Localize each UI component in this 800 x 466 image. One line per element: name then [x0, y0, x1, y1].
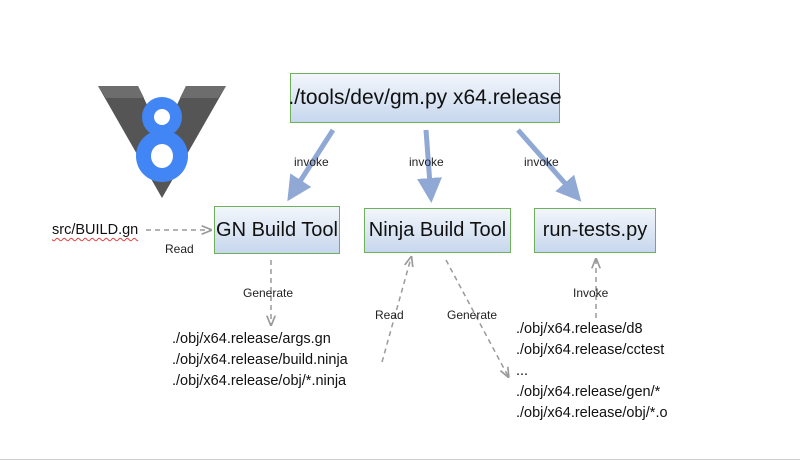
invoke-arrow-ninja: [417, 129, 442, 203]
bottom-divider: [0, 459, 800, 460]
ninja-output-item: ./obj/x64.release/gen/*: [516, 384, 661, 400]
ninja-outputs-list: ./obj/x64.release/d8 ./obj/x64.release/c…: [516, 319, 668, 424]
run-tests-label: run-tests.py: [542, 219, 648, 241]
invoke-arrow-gn: [287, 128, 336, 202]
invoke-label-rt: invoke: [524, 155, 559, 169]
gn-build-tool-label: GN Build Tool: [216, 218, 338, 241]
invoke-arrow-rt: [516, 128, 582, 202]
ninja-build-tool-box: Ninja Build Tool: [364, 208, 511, 253]
ninja-output-item: ./obj/x64.release/obj/*.o: [516, 405, 668, 421]
src-build-gn-text: src/BUILD.gn: [52, 222, 139, 238]
gn-build-tool-box: GN Build Tool: [214, 206, 340, 254]
ninja-output-item: ...: [516, 363, 529, 379]
gm-py-box: ./tools/dev/gm.py x64.release: [288, 73, 562, 123]
gm-py-label: ./tools/dev/gm.py x64.release: [288, 86, 562, 109]
run-tests-box: run-tests.py: [534, 208, 656, 253]
src-build-gn: src/BUILD.gn: [52, 220, 138, 241]
invoke-label-outputs: Invoke: [573, 286, 609, 300]
v8-logo: [98, 86, 226, 198]
gn-outputs-list: ./obj/x64.release/args.gn ./obj/x64.rele…: [172, 329, 348, 392]
invoke-label-ninja: invoke: [409, 155, 444, 169]
generate-label-gn: Generate: [243, 286, 294, 300]
gn-output-item: ./obj/x64.release/build.ninja: [172, 352, 348, 368]
read-label-build: Read: [165, 242, 194, 256]
read-label-ninja: Read: [375, 308, 404, 322]
ninja-output-item: ./obj/x64.release/d8: [516, 321, 643, 337]
invoke-label-gn: invoke: [294, 155, 329, 169]
ninja-output-item: ./obj/x64.release/cctest: [516, 342, 665, 358]
gn-output-item: ./obj/x64.release/obj/*.ninja: [172, 373, 347, 389]
gn-output-item: ./obj/x64.release/args.gn: [172, 331, 331, 347]
generate-label-ninja: Generate: [447, 308, 498, 322]
generate-arrow-ninja: [445, 259, 508, 376]
ninja-build-tool-label: Ninja Build Tool: [368, 219, 507, 241]
v8-logo-eight: [136, 97, 188, 182]
